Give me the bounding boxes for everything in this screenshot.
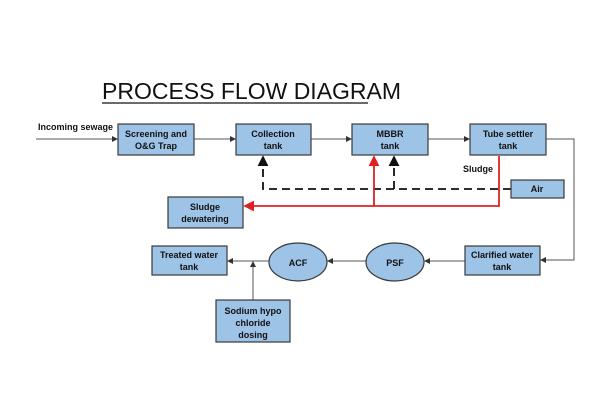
- svg-text:Tube settler: Tube settler: [483, 129, 534, 139]
- svg-text:tank: tank: [264, 141, 284, 151]
- svg-text:dosing: dosing: [238, 330, 268, 340]
- flow-lines: [36, 136, 575, 300]
- node-acf: ACF: [268, 242, 328, 282]
- svg-text:dewatering: dewatering: [181, 214, 229, 224]
- svg-text:tank: tank: [499, 141, 519, 151]
- node-sludge-dewatering: Sludge dewatering: [167, 196, 244, 229]
- svg-text:tank: tank: [180, 262, 200, 272]
- svg-text:O&G Trap: O&G Trap: [135, 141, 178, 151]
- svg-text:PSF: PSF: [386, 258, 404, 268]
- node-tube-settler: Tube settler tank: [469, 123, 547, 156]
- svg-text:Screening and: Screening and: [125, 129, 187, 139]
- page-title: PROCESS FLOW DIAGRAM: [102, 78, 401, 104]
- svg-text:tank: tank: [493, 262, 513, 272]
- svg-text:chloride: chloride: [235, 318, 270, 328]
- svg-text:ACF: ACF: [289, 258, 308, 268]
- svg-text:Treated water: Treated water: [160, 250, 219, 260]
- svg-text:Clarified water: Clarified water: [471, 250, 534, 260]
- node-clarified-water-tank: Clarified water tank: [464, 245, 541, 276]
- incoming-sewage-label: Incoming sewage: [38, 122, 113, 132]
- node-sodium-hypochloride-dosing: Sodium hypo chloride dosing: [215, 299, 291, 343]
- node-mbbr-tank: MBBR tank: [351, 123, 429, 156]
- sludge-line: [243, 156, 500, 212]
- node-screening: Screening and O&G Trap: [117, 123, 195, 156]
- svg-text:Collection: Collection: [251, 129, 295, 139]
- sludge-label: Sludge: [463, 164, 493, 174]
- node-psf: PSF: [365, 242, 425, 282]
- svg-text:tank: tank: [381, 141, 401, 151]
- svg-text:MBBR: MBBR: [377, 129, 404, 139]
- node-treated-water-tank: Treated water tank: [151, 245, 228, 276]
- node-collection-tank: Collection tank: [235, 123, 312, 156]
- svg-text:Sodium hypo: Sodium hypo: [225, 306, 282, 316]
- air-line-collection: [257, 155, 511, 190]
- svg-text:Sludge: Sludge: [190, 202, 220, 212]
- svg-text:Air: Air: [531, 184, 544, 194]
- node-air: Air: [510, 179, 565, 199]
- arrow-tube-clarified: [540, 138, 575, 263]
